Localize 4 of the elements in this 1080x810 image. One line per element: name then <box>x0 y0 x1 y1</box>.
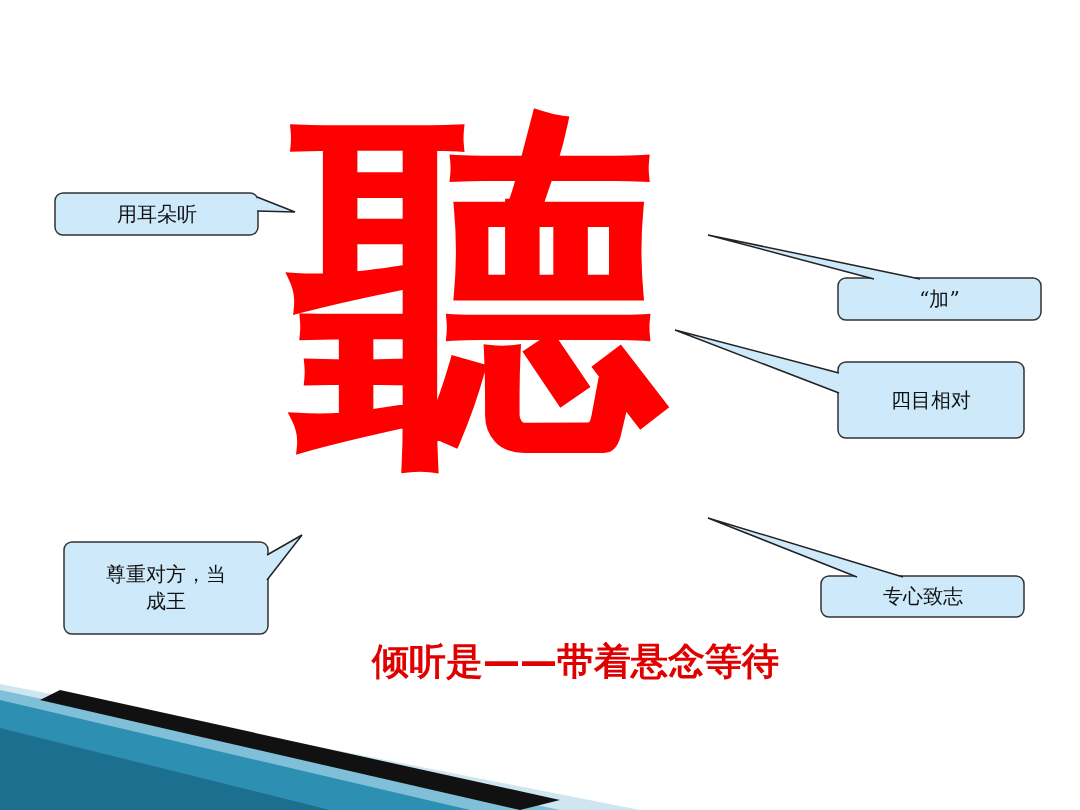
speech-bubble: 专心致志 <box>707 517 1025 618</box>
slogan-text: 倾听是——带着悬念等待 <box>372 643 779 680</box>
speech-bubble: 四目相对 <box>674 329 1025 439</box>
speech-bubble: “加” <box>707 234 1042 321</box>
